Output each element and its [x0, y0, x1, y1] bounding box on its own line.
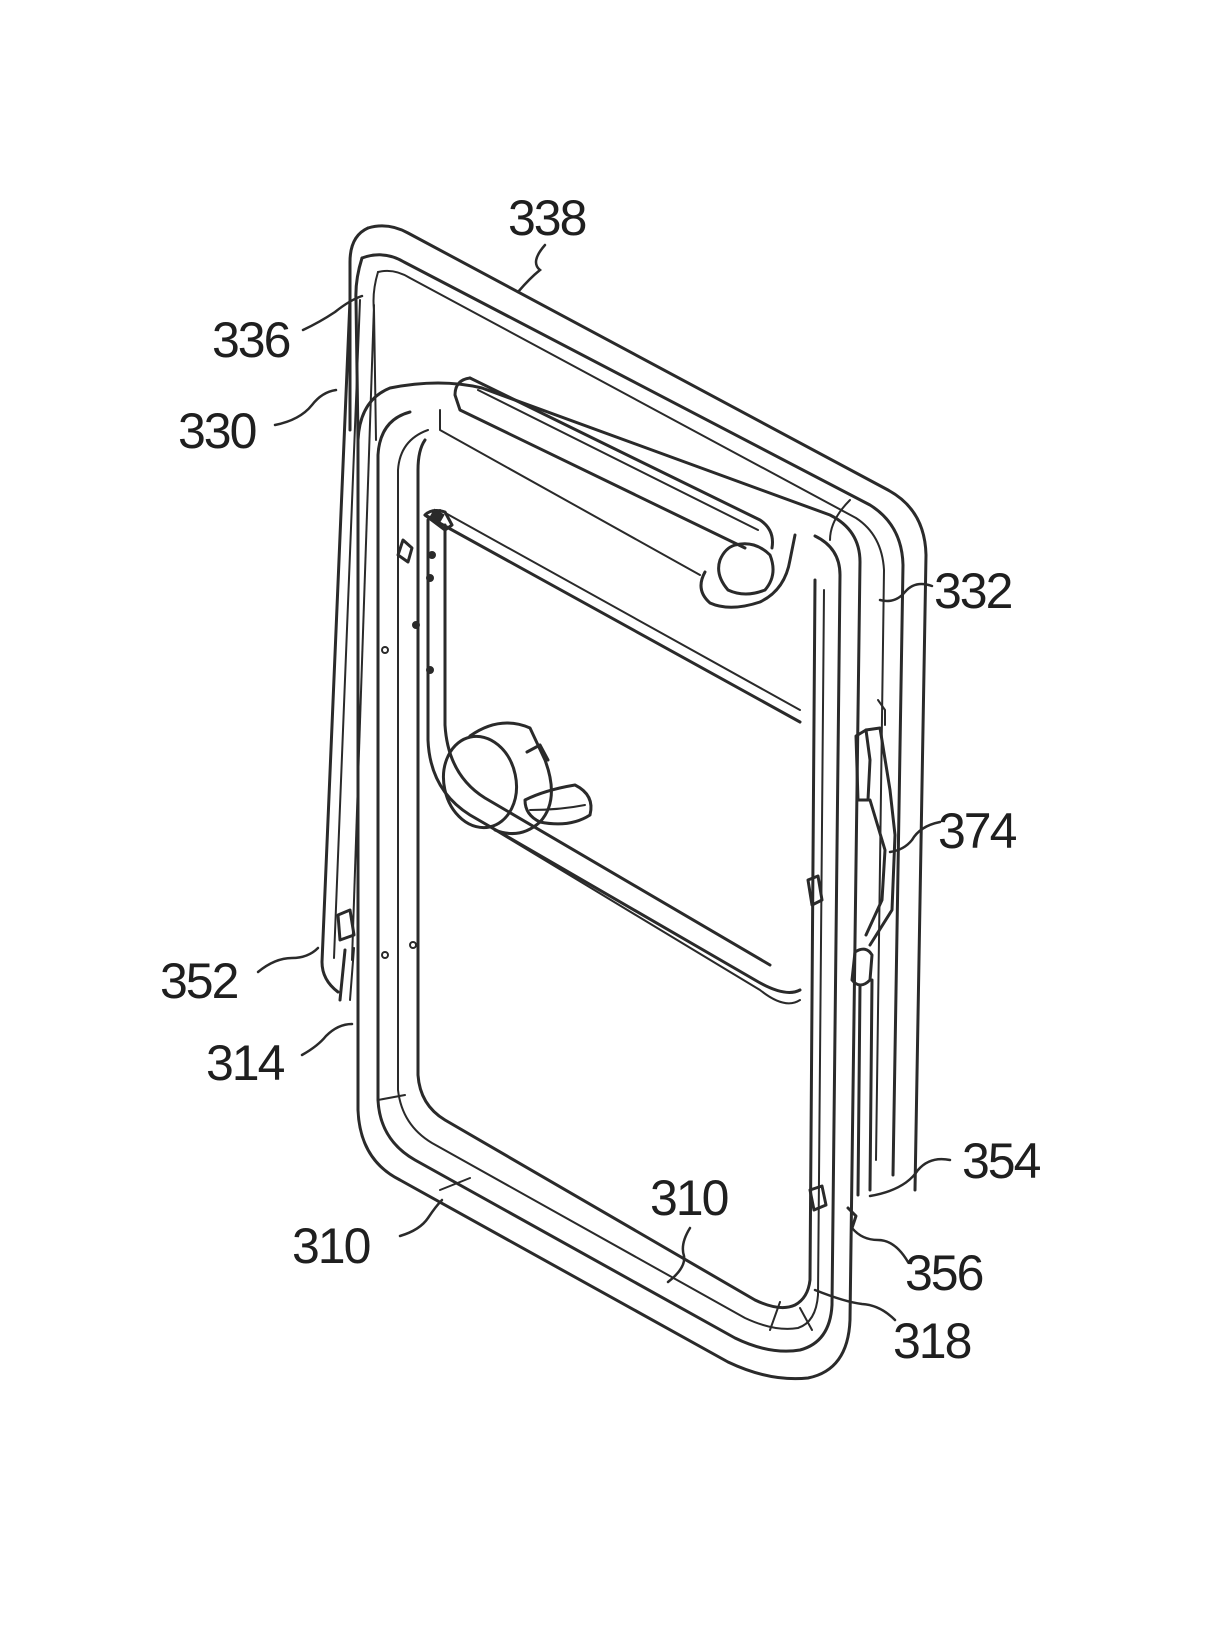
label-352: 352 [160, 953, 238, 1009]
leader-lines [258, 245, 950, 1320]
label-330: 330 [178, 403, 256, 459]
leader-330 [275, 390, 336, 425]
label-338: 338 [508, 190, 586, 246]
leader-336 [303, 296, 362, 330]
inner-panel [425, 510, 800, 1003]
front-frame [358, 383, 860, 1379]
leader-356 [852, 1228, 908, 1262]
leader-338 [518, 245, 545, 292]
leader-354 [870, 1159, 950, 1196]
label-314: 314 [206, 1035, 285, 1091]
leader-352 [258, 948, 318, 972]
label-356: 356 [905, 1245, 983, 1301]
label-374: 374 [938, 803, 1017, 859]
knob [435, 723, 591, 834]
side-latch [852, 700, 895, 1195]
label-336: 336 [212, 312, 290, 368]
label-310-left: 310 [292, 1218, 370, 1274]
label-354: 354 [962, 1133, 1041, 1189]
leader-314 [302, 1024, 352, 1055]
label-310-right: 310 [650, 1170, 728, 1226]
label-318: 318 [893, 1313, 971, 1369]
leader-310a [400, 1200, 442, 1236]
fasteners [338, 540, 856, 1228]
label-332: 332 [934, 563, 1012, 619]
reference-numerals: 338 336 330 332 374 352 314 354 310 310 … [160, 190, 1041, 1369]
leader-318 [815, 1290, 895, 1320]
